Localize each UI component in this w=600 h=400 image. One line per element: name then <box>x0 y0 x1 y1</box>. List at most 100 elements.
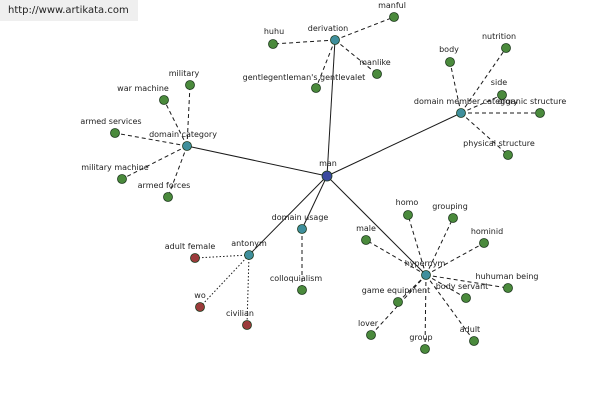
node-colloquialism[interactable] <box>297 285 307 295</box>
edge-domain-category-military <box>186 84 191 147</box>
node-adult[interactable] <box>469 336 479 346</box>
edge-man-antonym <box>248 175 328 256</box>
label-gentlegentleman[interactable]: gentlegentleman's gentlevalet <box>243 73 366 82</box>
edge-hypernym-group <box>424 274 427 350</box>
label-side[interactable]: side <box>491 78 507 87</box>
node-hominid[interactable] <box>479 238 489 248</box>
node-antonym[interactable] <box>244 250 254 260</box>
node-male[interactable] <box>361 235 371 245</box>
label-hypernym[interactable]: hypernym <box>405 259 446 268</box>
edge-derivation-manlike <box>334 39 378 75</box>
label-antonym[interactable]: antonym <box>231 239 267 248</box>
label-adult-female[interactable]: adult female <box>165 242 216 251</box>
node-grouping[interactable] <box>448 213 458 223</box>
edge-man-hypernym <box>326 175 427 276</box>
label-hominid[interactable]: hominid <box>471 227 503 236</box>
label-war-machine[interactable]: war machine <box>117 84 169 93</box>
edge-domain-member-category-side <box>460 94 503 114</box>
node-adult-female[interactable] <box>190 253 200 263</box>
node-huhu[interactable] <box>268 39 278 49</box>
label-group[interactable]: group <box>409 333 432 342</box>
label-grouping[interactable]: grouping <box>432 202 468 211</box>
node-domain-member-category[interactable] <box>456 108 466 118</box>
edge-hypernym-male <box>365 239 427 276</box>
edge-antonym-adult-female <box>194 254 250 259</box>
label-physical-structure[interactable]: physical structure <box>463 139 535 148</box>
edge-antonym-wo <box>199 254 250 308</box>
edge-man-domain-member-category <box>326 112 462 177</box>
edge-domain-category-armed-services <box>114 132 188 147</box>
node-hypernym[interactable] <box>421 270 431 280</box>
edge-domain-category-military-machine <box>121 145 188 180</box>
label-domain-usage[interactable]: domain usage <box>272 213 329 222</box>
label-man[interactable]: man <box>319 159 337 168</box>
label-colloquialism[interactable]: colloquialism <box>270 274 323 283</box>
label-manful[interactable]: manful <box>378 1 406 10</box>
node-game-equipment[interactable] <box>393 297 403 307</box>
node-armed-services[interactable] <box>110 128 120 138</box>
label-domain-category[interactable]: domain category <box>149 130 217 139</box>
label-body[interactable]: body <box>439 45 459 54</box>
node-side[interactable] <box>497 90 507 100</box>
edge-hypernym-homo <box>407 214 427 276</box>
site-url-banner: http://www.artikata.com <box>0 0 138 21</box>
label-manlike[interactable]: manlike <box>359 58 391 67</box>
graph-nodes <box>110 12 545 354</box>
label-derivation[interactable]: derivation <box>308 24 348 33</box>
label-lover[interactable]: lover <box>358 319 379 328</box>
graph-labels: man derivation domain member category domai… <box>80 1 566 342</box>
node-gentlegentleman[interactable] <box>311 83 321 93</box>
node-lover[interactable] <box>366 330 376 340</box>
edge-derivation-huhu <box>272 39 336 45</box>
label-armed-services[interactable]: armed services <box>80 117 141 126</box>
label-civilian[interactable]: civilian <box>226 309 254 318</box>
label-military-machine[interactable]: military machine <box>81 163 149 172</box>
edge-domain-member-category-body <box>449 61 462 114</box>
label-game-equipment[interactable]: game equipment <box>362 286 431 295</box>
edge-domain-category-war-machine <box>163 99 188 147</box>
node-homo[interactable] <box>403 210 413 220</box>
label-organic-structure[interactable]: organic structure <box>498 97 567 106</box>
node-military[interactable] <box>185 80 195 90</box>
edge-hypernym-grouping <box>425 217 454 276</box>
label-nutrition[interactable]: nutrition <box>482 32 516 41</box>
node-military-machine[interactable] <box>117 174 127 184</box>
label-adult[interactable]: adult <box>460 325 480 334</box>
edge-man-domain-usage <box>301 175 328 230</box>
label-huhu[interactable]: huhu <box>264 27 284 36</box>
edge-domain-member-category-nutrition <box>460 47 507 114</box>
site-url-link[interactable]: http://www.artikata.com <box>8 5 129 16</box>
node-manlike[interactable] <box>372 69 382 79</box>
label-male[interactable]: male <box>356 224 376 233</box>
node-wo[interactable] <box>195 302 205 312</box>
node-man[interactable] <box>321 170 333 182</box>
node-body[interactable] <box>445 57 455 67</box>
node-war-machine[interactable] <box>159 95 169 105</box>
label-domain-member-category[interactable]: domain member category <box>414 97 518 106</box>
edge-antonym-civilian <box>246 254 250 326</box>
node-derivation[interactable] <box>330 35 340 45</box>
graph-edges <box>114 16 540 350</box>
node-huhuman-being[interactable] <box>503 283 513 293</box>
node-group[interactable] <box>420 344 430 354</box>
edge-domain-member-category-physical-structure <box>460 112 509 156</box>
node-civilian[interactable] <box>242 320 252 330</box>
node-nutrition[interactable] <box>501 43 511 53</box>
edge-derivation-manful <box>334 16 395 41</box>
label-military[interactable]: military <box>169 69 200 78</box>
edge-man-derivation <box>326 39 336 177</box>
node-domain-category[interactable] <box>182 141 192 151</box>
node-body-servant[interactable] <box>461 293 471 303</box>
label-body-servant[interactable]: body servant <box>436 282 489 291</box>
label-armed-forces[interactable]: armed forces <box>138 181 191 190</box>
edge-hypernym-body-servant <box>425 274 467 299</box>
label-huhuman-being[interactable]: huhuman being <box>476 272 539 281</box>
node-organic-structure[interactable] <box>535 108 545 118</box>
label-wo[interactable]: wo <box>194 291 206 300</box>
node-manful[interactable] <box>389 12 399 22</box>
node-domain-usage[interactable] <box>297 224 307 234</box>
node-physical-structure[interactable] <box>503 150 513 160</box>
label-homo[interactable]: homo <box>396 198 419 207</box>
node-armed-forces[interactable] <box>163 192 173 202</box>
edge-domain-category-armed-forces <box>167 145 188 198</box>
